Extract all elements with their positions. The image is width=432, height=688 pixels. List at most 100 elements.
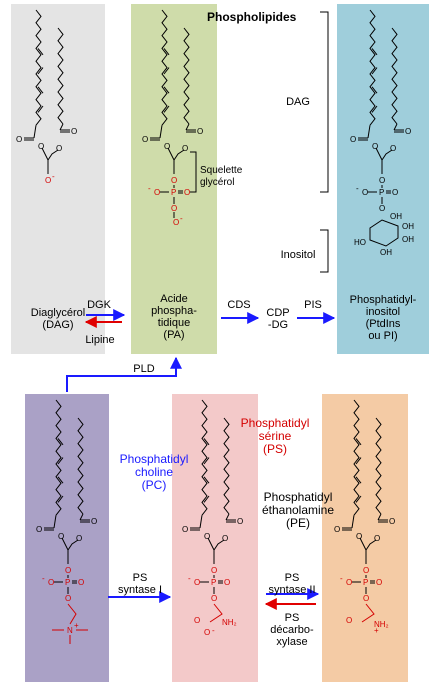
pc-bond-a bbox=[53, 515, 57, 529]
pi-o-carbonyl-1: O bbox=[350, 135, 357, 144]
ps-o-phosphate-minus: - bbox=[188, 574, 191, 583]
ps-o-ester-2: O bbox=[222, 534, 229, 543]
pc-o-carbonyl-2: O bbox=[91, 517, 98, 526]
pe-label: Phosphatidyl éthanolamine (PE) bbox=[261, 490, 335, 530]
pc-o-phosphate-link: O bbox=[65, 566, 72, 575]
ps-chain-1-double-bond-1 bbox=[203, 457, 210, 465]
dag-bracket-label: DAG bbox=[286, 96, 310, 108]
ps-o-phosphate-link: O bbox=[211, 566, 218, 575]
dag-bond-b bbox=[59, 123, 64, 131]
pc-nitrogen: N bbox=[67, 626, 73, 635]
fatty-acid-chains bbox=[35, 9, 398, 516]
inositol-bracket bbox=[320, 229, 329, 273]
pe-chain-2 bbox=[375, 417, 382, 515]
dag-o-ester-2: O bbox=[56, 144, 63, 153]
ps-bond-a bbox=[199, 515, 203, 529]
ps-amine: NH₂ bbox=[222, 618, 237, 627]
pa-chain-2 bbox=[183, 27, 190, 125]
pc-o-phosphate-right: O bbox=[78, 578, 85, 587]
pe-o-phosphate-bottom: O bbox=[363, 594, 370, 603]
ps-o-phosphate-bottom: O bbox=[211, 594, 218, 603]
pc-o-phosphate-left: O bbox=[48, 578, 55, 587]
pa-chain-1-double-bond-1 bbox=[163, 67, 170, 75]
pe-o-carbonyl-1: O bbox=[334, 525, 341, 534]
pa-o-ester-1: O bbox=[164, 142, 171, 151]
pc-chain-2 bbox=[77, 417, 84, 515]
inositol-oh-1: OH bbox=[402, 222, 414, 231]
squelette-label: Squelette glycérol bbox=[200, 165, 243, 188]
dag-chain-1-double-bond-0 bbox=[37, 48, 44, 56]
pi-o-ester-2: O bbox=[390, 144, 397, 153]
pi-panel bbox=[337, 4, 429, 354]
ps-chain-1-double-bond-2 bbox=[203, 476, 210, 484]
dag-o-minus: - bbox=[52, 172, 55, 181]
cdp-dg-label: CDP -DG bbox=[266, 307, 290, 331]
pa-o-phosphate-right: O bbox=[184, 188, 191, 197]
pc-chain-1-double-bond-1 bbox=[57, 457, 64, 465]
pc-chain-1-double-bond-3 bbox=[57, 495, 64, 503]
dgk-label: DGK bbox=[87, 299, 111, 311]
inositol-oh-4: HO bbox=[354, 238, 366, 247]
ps-o-phosphate-left: O bbox=[194, 578, 201, 587]
pe-chain-1-double-bond-0 bbox=[355, 438, 362, 446]
dag-o-carbonyl-1: O bbox=[16, 135, 23, 144]
inositol-label: Inositol bbox=[280, 249, 316, 261]
pa-bond-a bbox=[159, 125, 163, 139]
pi-o-phosphate-link: O bbox=[379, 176, 386, 185]
pe-chain-1 bbox=[353, 399, 360, 516]
ps-synthase-2-label: PS syntase II bbox=[268, 572, 316, 596]
pa-chain-1-double-bond-2 bbox=[163, 86, 170, 94]
pi-chain-2 bbox=[391, 27, 398, 125]
dag-label: Diaglycérol (DAG) bbox=[30, 307, 86, 331]
pi-chain-1-double-bond-0 bbox=[371, 48, 378, 56]
inositol-oh-3: OH bbox=[380, 248, 392, 257]
pe-chain-1-double-bond-2 bbox=[355, 476, 362, 484]
pi-o-phosphate-left: O bbox=[362, 188, 369, 197]
pe-amine: NH₂ bbox=[374, 620, 389, 629]
pa-o-phosphate-link: O bbox=[171, 176, 178, 185]
cds-label: CDS bbox=[227, 299, 251, 311]
pc-label: Phosphatidyl choline (PC) bbox=[119, 452, 189, 492]
pi-label: Phosphatidyl- inositol (PtdIns ou PI) bbox=[349, 294, 417, 342]
dag-chain-1 bbox=[35, 9, 42, 126]
pc-chain-1-double-bond-2 bbox=[57, 476, 64, 484]
lipine-label: Lipine bbox=[85, 334, 115, 346]
pi-o-carbonyl-2: O bbox=[405, 127, 412, 136]
ps-glycerol bbox=[207, 537, 225, 551]
pe-o-ester-1: O bbox=[356, 532, 363, 541]
pa-phosphorus: P bbox=[171, 188, 177, 197]
dag-chain-1-double-bond-3 bbox=[37, 105, 44, 113]
pi-o-phosphate-bottom: O bbox=[379, 204, 386, 213]
pe-o-phosphate-left: O bbox=[346, 578, 353, 587]
pa-o-phosphate-left: O bbox=[154, 188, 161, 197]
pld-arrow bbox=[66, 356, 182, 392]
pe-phosphorus: P bbox=[363, 578, 369, 587]
pe-o-phosphate-right: O bbox=[376, 578, 383, 587]
pe-bond-a bbox=[351, 515, 355, 529]
ps-chain-1 bbox=[201, 399, 208, 516]
pe-glycerol bbox=[359, 537, 377, 551]
pe-amine-plus: + bbox=[374, 626, 379, 635]
dag-panel bbox=[11, 4, 105, 354]
dag-o-carbonyl-2: O bbox=[71, 127, 78, 136]
pa-o-phosphate-bottom: O bbox=[171, 204, 178, 213]
pc-chain-1 bbox=[55, 399, 62, 516]
pi-bond-a bbox=[367, 125, 371, 139]
dag-bond-a bbox=[33, 125, 37, 139]
pa-o-terminal-minus: - bbox=[180, 214, 183, 223]
pa-o-ester-2: O bbox=[182, 144, 189, 153]
ps-serine-chain bbox=[209, 603, 223, 623]
inositol-oh-2: OH bbox=[402, 235, 414, 244]
pa-o-phosphate-minus: - bbox=[148, 184, 151, 193]
pa-glycerol bbox=[167, 147, 185, 161]
ps-panel bbox=[172, 394, 258, 682]
ps-o-carboxyl-minus: - bbox=[212, 626, 215, 635]
ps-chain-1-double-bond-0 bbox=[203, 438, 210, 446]
pa-panel bbox=[131, 4, 217, 354]
pa-bond-b bbox=[185, 123, 190, 131]
pa-chain-1 bbox=[161, 9, 168, 126]
pa-o-carbonyl-1: O bbox=[142, 135, 149, 144]
pi-o-phosphate-minus: - bbox=[356, 184, 359, 193]
pi-chain-1-double-bond-3 bbox=[371, 105, 378, 113]
pc-phosphorus: P bbox=[65, 578, 71, 587]
